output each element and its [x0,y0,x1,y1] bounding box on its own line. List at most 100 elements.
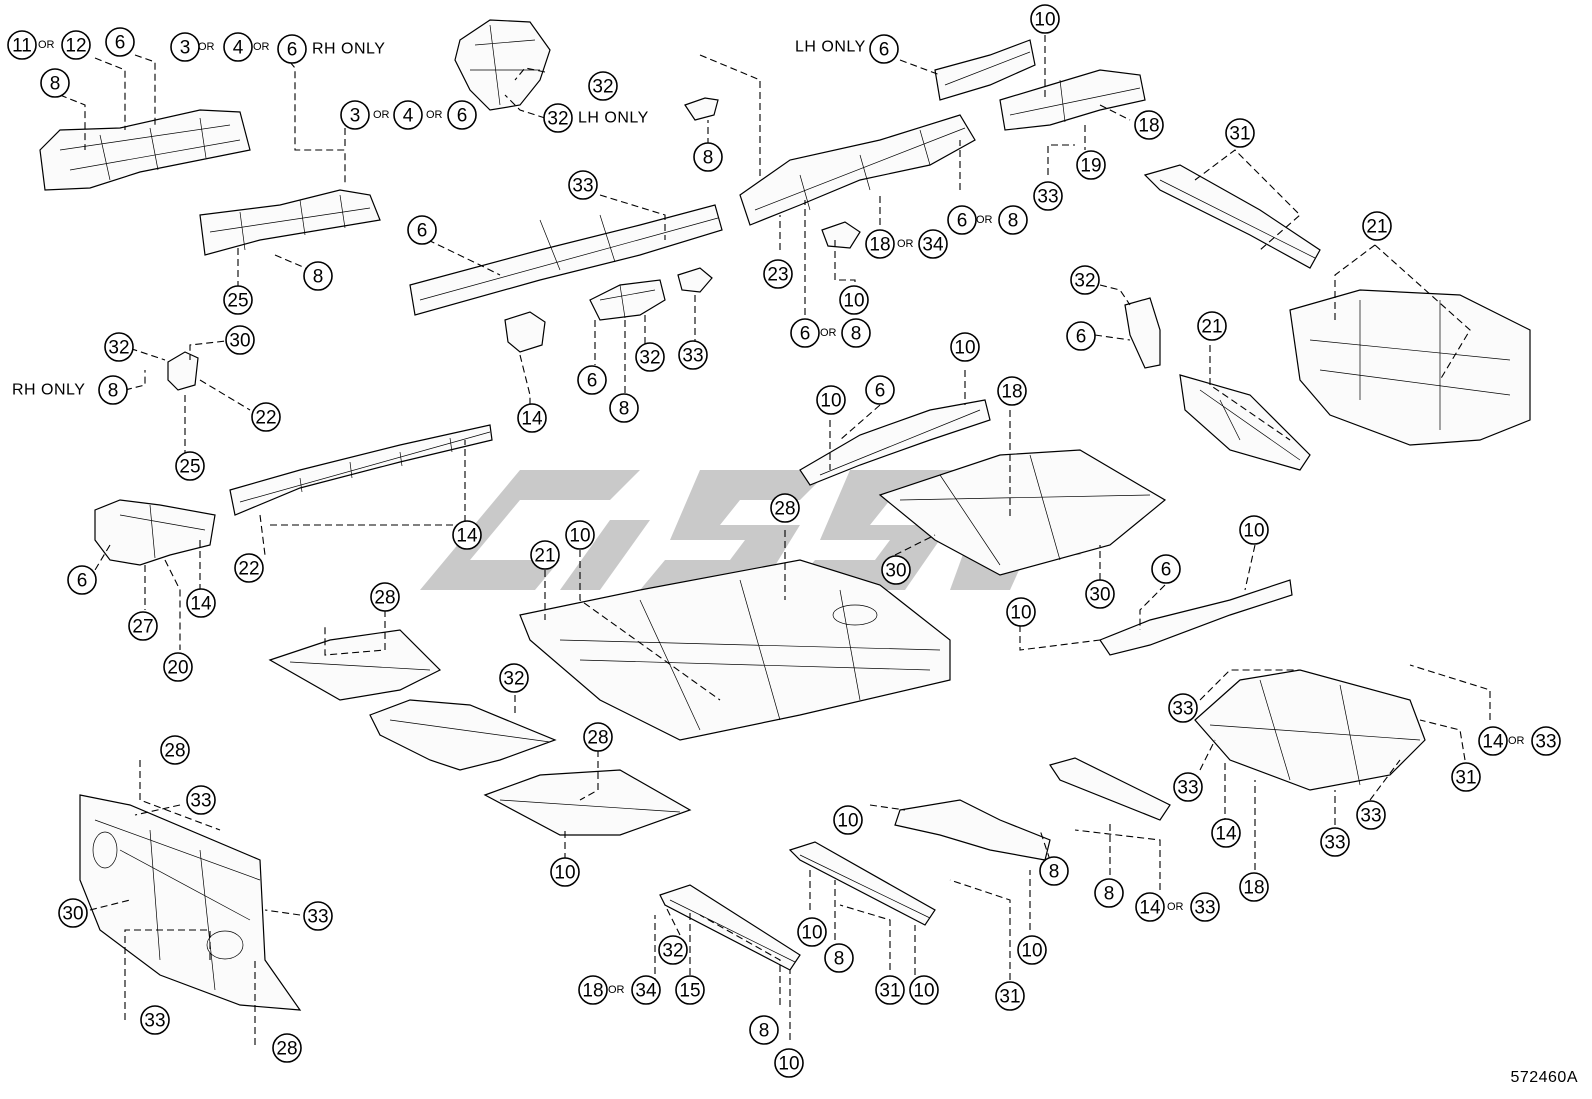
callout-14[interactable]: 14 [1135,892,1165,922]
callout-8[interactable]: 8 [609,393,639,423]
callout-28[interactable]: 28 [583,722,613,752]
callout-23[interactable]: 23 [763,259,793,289]
callout-14[interactable]: 14 [517,403,547,433]
callout-10[interactable]: 10 [1017,935,1047,965]
callout-8[interactable]: 8 [1094,878,1124,908]
callout-18[interactable]: 18 [1134,110,1164,140]
callout-6[interactable]: 6 [865,375,895,405]
callout-10[interactable]: 10 [833,805,863,835]
callout-8[interactable]: 8 [98,375,128,405]
callout-18[interactable]: 18 [1239,872,1269,902]
callout-28[interactable]: 28 [770,493,800,523]
callout-32[interactable]: 32 [635,342,665,372]
callout-33[interactable]: 33 [1173,772,1203,802]
callout-8[interactable]: 8 [693,142,723,172]
callout-8[interactable]: 8 [824,943,854,973]
callout-21[interactable]: 21 [1362,211,1392,241]
callout-28[interactable]: 28 [272,1033,302,1063]
callout-12[interactable]: 12 [61,30,91,60]
callout-15[interactable]: 15 [675,975,705,1005]
callout-14[interactable]: 14 [1211,818,1241,848]
callout-31[interactable]: 31 [995,981,1025,1011]
callout-10[interactable]: 10 [565,520,595,550]
callout-4[interactable]: 4 [393,100,423,130]
callout-11[interactable]: 11 [7,30,37,60]
callout-32[interactable]: 32 [499,663,529,693]
callout-10[interactable]: 10 [1030,4,1060,34]
callout-33[interactable]: 33 [568,170,598,200]
callout-4[interactable]: 4 [223,32,253,62]
callout-6[interactable]: 6 [105,27,135,57]
callout-30[interactable]: 30 [1085,579,1115,609]
callout-30[interactable]: 30 [225,325,255,355]
callout-3[interactable]: 3 [340,100,370,130]
callout-6[interactable]: 6 [1066,321,1096,351]
callout-10[interactable]: 10 [816,385,846,415]
callout-33[interactable]: 33 [1531,726,1561,756]
callout-6[interactable]: 6 [1151,554,1181,584]
callout-18[interactable]: 18 [578,975,608,1005]
callout-28[interactable]: 28 [160,735,190,765]
callout-10[interactable]: 10 [950,332,980,362]
callout-6[interactable]: 6 [407,215,437,245]
callout-21[interactable]: 21 [1197,311,1227,341]
callout-10[interactable]: 10 [550,857,580,887]
callout-28[interactable]: 28 [370,582,400,612]
callout-33[interactable]: 33 [1168,693,1198,723]
callout-14[interactable]: 14 [452,520,482,550]
callout-31[interactable]: 31 [875,975,905,1005]
callout-3[interactable]: 3 [170,32,200,62]
callout-25[interactable]: 25 [175,451,205,481]
callout-10[interactable]: 10 [797,917,827,947]
callout-22[interactable]: 22 [251,402,281,432]
callout-33[interactable]: 33 [1190,892,1220,922]
callout-8[interactable]: 8 [1039,856,1069,886]
callout-30[interactable]: 30 [58,898,88,928]
callout-31[interactable]: 31 [1451,762,1481,792]
callout-32[interactable]: 32 [104,332,134,362]
callout-31[interactable]: 31 [1225,118,1255,148]
callout-21[interactable]: 21 [530,540,560,570]
callout-33[interactable]: 33 [303,901,333,931]
callout-25[interactable]: 25 [223,285,253,315]
callout-10[interactable]: 10 [839,285,869,315]
callout-32[interactable]: 32 [658,935,688,965]
callout-33[interactable]: 33 [140,1005,170,1035]
callout-6[interactable]: 6 [790,318,820,348]
callout-8[interactable]: 8 [303,261,333,291]
callout-30[interactable]: 30 [881,555,911,585]
callout-8[interactable]: 8 [841,318,871,348]
callout-33[interactable]: 33 [1033,181,1063,211]
callout-27[interactable]: 27 [128,611,158,641]
callout-33[interactable]: 33 [1356,800,1386,830]
callout-8[interactable]: 8 [998,205,1028,235]
callout-22[interactable]: 22 [234,553,264,583]
callout-6[interactable]: 6 [947,205,977,235]
callout-10[interactable]: 10 [1239,515,1269,545]
callout-6[interactable]: 6 [447,100,477,130]
callout-32[interactable]: 32 [1070,265,1100,295]
callout-33[interactable]: 33 [1320,827,1350,857]
callout-32[interactable]: 32 [588,71,618,101]
callout-20[interactable]: 20 [163,652,193,682]
callout-33[interactable]: 33 [678,340,708,370]
callout-14[interactable]: 14 [186,588,216,618]
callout-8[interactable]: 8 [749,1015,779,1045]
callout-circle [1085,579,1115,609]
callout-10[interactable]: 10 [1006,597,1036,627]
callout-6[interactable]: 6 [869,34,899,64]
callout-10[interactable]: 10 [774,1048,804,1078]
callout-18[interactable]: 18 [865,229,895,259]
callout-33[interactable]: 33 [186,785,216,815]
callout-32[interactable]: 32 [543,103,573,133]
callout-6[interactable]: 6 [277,34,307,64]
callout-8[interactable]: 8 [40,68,70,98]
callout-6[interactable]: 6 [577,365,607,395]
callout-34[interactable]: 34 [918,229,948,259]
callout-14[interactable]: 14 [1478,726,1508,756]
callout-34[interactable]: 34 [631,975,661,1005]
callout-19[interactable]: 19 [1076,150,1106,180]
callout-18[interactable]: 18 [997,376,1027,406]
callout-6[interactable]: 6 [67,565,97,595]
callout-10[interactable]: 10 [909,975,939,1005]
